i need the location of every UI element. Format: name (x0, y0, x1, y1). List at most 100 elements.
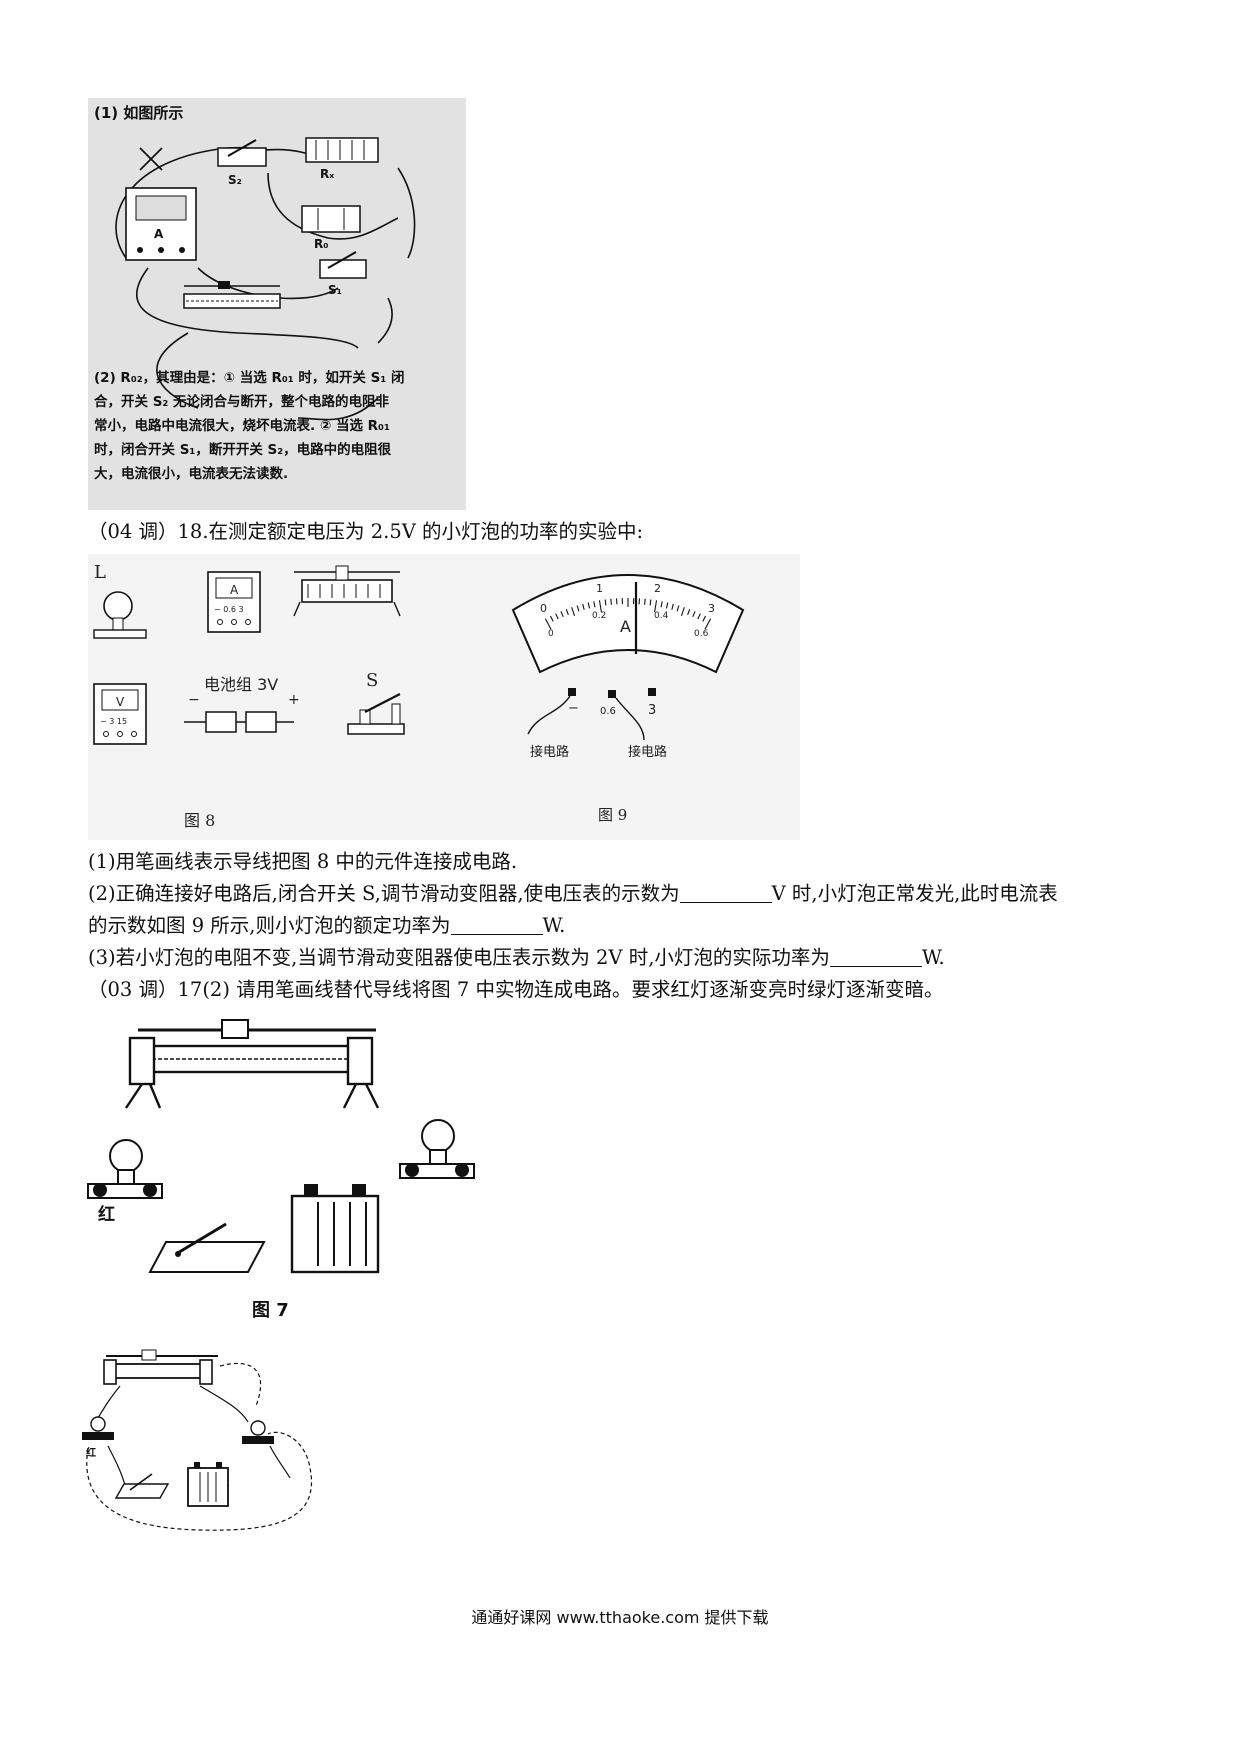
dial-tick (692, 611, 696, 618)
q18-part-2-text-b: V 时,小灯泡正常发光,此时电流表 (771, 882, 1058, 905)
figure-7: 红 图 7 (86, 1016, 494, 1328)
answer-figure-caption: (1) 如图所示 (94, 104, 183, 122)
dial-tick (702, 615, 707, 622)
scale-bottom-3: 0.6 (694, 629, 709, 639)
red-lamp: 红 (82, 1416, 114, 1459)
dial-tick (544, 618, 552, 630)
dial-tick (598, 600, 602, 613)
scale-top-3: 3 (708, 602, 715, 615)
dial-tick (576, 605, 580, 612)
terminal-minus: − (568, 701, 579, 716)
ammeter-device: A − 0.6 3 (207, 571, 261, 633)
connect-label-right: 接电路 (628, 744, 667, 760)
dial-tick (604, 599, 607, 606)
q18-part-2-text-a: (2)正确连接好电路后,闭合开关 S,调节滑动变阻器,使电压表的示数为 (88, 882, 680, 905)
battery-minus: − (188, 692, 200, 708)
answer-explanation-line-3: 常小，电路中电流很大，烧坏电流表. ② 当选 R₀₁ (94, 417, 390, 434)
figure-8-caption: 图 8 (184, 811, 215, 830)
q18-part-1: (1)用笔画线表示导线把图 8 中的元件连接成电路. (88, 850, 518, 873)
scale-bottom-2: 0.4 (654, 611, 669, 621)
figure-7-caption: 图 7 (252, 1300, 289, 1321)
dial-ticks (544, 598, 712, 630)
rheostat-device (293, 565, 401, 617)
voltmeter-letter: V (116, 695, 125, 709)
dial-tick (649, 599, 652, 606)
connect-label-left: 接电路 (530, 744, 569, 760)
dial-tick (571, 607, 576, 616)
rheostat-device (125, 1019, 380, 1109)
resistor-r0: R₀ (301, 205, 361, 251)
red-lamp-label: 红 (98, 1204, 115, 1225)
scale-bottom-0: 0 (548, 629, 554, 639)
dial-tick (660, 601, 663, 608)
label-rx: Rₓ (320, 167, 334, 181)
q18-part-2-text-c: 的示数如图 9 所示,则小灯泡的额定功率为 (88, 914, 451, 937)
scale-top-2: 2 (654, 582, 661, 595)
switch-s2: S₂ (217, 139, 267, 187)
page-footer: 通通好课网 www.tthaoke.com 提供下载 (471, 1608, 769, 1627)
voltmeter-terminals: − 3 15 (100, 717, 127, 726)
dial-tick (687, 608, 691, 615)
q18-part-2-line: (2)正确连接好电路后,闭合开关 S,调节滑动变阻器,使电压表的示数为 V 时,小… (88, 880, 1058, 908)
dial-tick (644, 598, 646, 605)
dial-tick (697, 613, 701, 620)
dial-unit: A (620, 617, 631, 636)
dial-tick (665, 602, 669, 609)
q18-part-3-text-b: W. (921, 946, 945, 969)
q17-answer-sketch: 红 (80, 1338, 324, 1542)
label-s1: S₁ (328, 283, 342, 297)
answer-explanation-line-2: 合，开关 S₂ 无论闭合与断开，整个电路的电阻非 (94, 393, 390, 410)
resistor-rx: Rₓ (305, 137, 379, 181)
figure-8-9: L A − 0.6 3 V − (88, 554, 800, 840)
answer-blank-voltage[interactable] (679, 882, 772, 903)
label-ammeter: A (154, 227, 164, 241)
cross-mark-icon (139, 147, 163, 171)
dial-tick (671, 603, 674, 610)
switch-label: S (366, 670, 378, 691)
scale-top-1: 1 (596, 582, 603, 595)
switch-s: S (347, 670, 405, 735)
voltmeter-device: V − 3 15 (93, 683, 147, 745)
dial-tick (582, 603, 585, 610)
green-lamp (242, 1420, 274, 1444)
scale-top-0: 0 (540, 602, 547, 615)
dial-tick (555, 613, 559, 620)
answer-blank-actual-power[interactable] (829, 946, 922, 967)
battery-label: 电池组 3V (204, 675, 278, 694)
dial-tick (704, 618, 712, 630)
answer-circuit-figure: (1) 如图所示 S₂ (88, 98, 466, 510)
answer-explanation-line-5: 大，电流很小，电流表无法读数. (94, 465, 288, 482)
q18-part-3-line: (3)若小灯泡的电阻不变,当调节滑动变阻器使电压表示数为 2V 时,小灯泡的实际… (88, 944, 945, 972)
red-lamp: 红 (87, 1139, 163, 1225)
switch-s1: S₁ (319, 251, 367, 297)
battery-pack: 电池组 3V − + (184, 675, 300, 733)
ammeter-letter: A (230, 583, 239, 597)
answer-blank-rated-power[interactable] (450, 914, 543, 935)
dial-tick (560, 611, 564, 618)
answer-solid-wires (97, 1385, 291, 1489)
q17-intro: （03 调）17(2) 请用笔画线替代导线将图 7 中实物连成电路。要求红灯逐渐… (88, 978, 944, 1001)
terminal-0-6: 0.6 (600, 706, 616, 717)
ammeter-dial: 0 1 2 3 0 0.2 0.4 0.6 A (511, 574, 745, 674)
ammeter-device: A (125, 187, 197, 261)
dial-tick (676, 605, 680, 612)
terminal-3: 3 (648, 703, 656, 718)
lamp-device: L (93, 562, 147, 639)
dial-tick (610, 598, 612, 605)
dial-tick (680, 607, 685, 616)
ammeter-terminals: − 0.6 3 (214, 605, 244, 614)
knife-switch (114, 1473, 170, 1499)
rheostat-device (183, 281, 281, 309)
dial-terminals: − 0.6 3 接电路 接电路 (527, 688, 667, 760)
answer-explanation-line-4: 时，闭合开关 S₁，断开开关 S₂，电路中的电阻很 (94, 441, 392, 458)
lamp-label: L (94, 562, 106, 583)
dial-tick (549, 615, 554, 622)
label-r0: R₀ (314, 237, 329, 251)
dial-tick (654, 600, 658, 613)
q18-part-3-text-a: (3)若小灯泡的电阻不变,当调节滑动变阻器使电压表示数为 2V 时,小灯泡的实际… (88, 946, 830, 969)
answer-explanation-line-1: (2) R₀₂，其理由是：① 当选 R₀₁ 时，如开关 S₁ 闭 (94, 369, 404, 386)
label-s2: S₂ (228, 173, 242, 187)
battery-box (187, 1462, 229, 1507)
dial-tick (587, 602, 591, 609)
green-lamp (399, 1119, 475, 1179)
